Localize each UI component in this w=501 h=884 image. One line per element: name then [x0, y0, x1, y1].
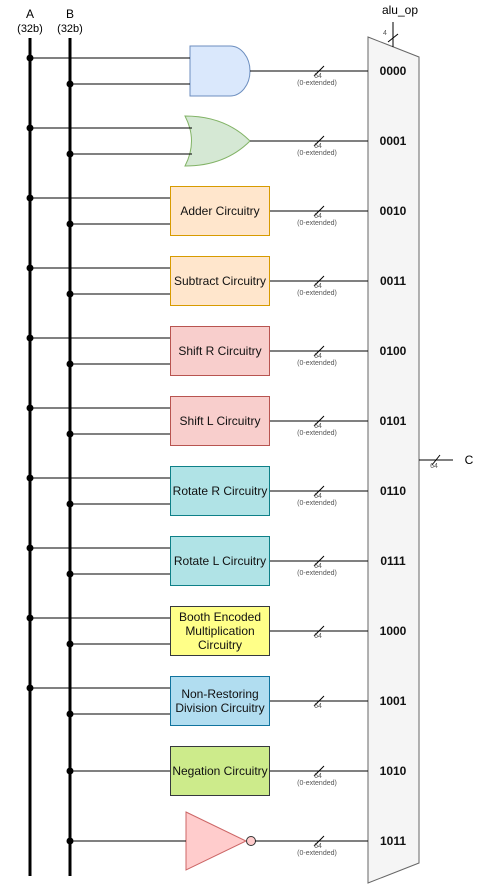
- junction-a-dot: [26, 264, 34, 272]
- junction-b-dot: [66, 290, 74, 298]
- select-code: 0010: [380, 204, 407, 218]
- select-code: 1000: [380, 624, 407, 638]
- bus-width-tick: [313, 765, 325, 777]
- select-code: 1001: [380, 694, 407, 708]
- select-code: 0100: [380, 344, 407, 358]
- bus-width-label: 64: [314, 423, 322, 430]
- bus-width-label: 64: [314, 493, 322, 500]
- bus-width-label: 64: [314, 213, 322, 220]
- junction-b-dot: [66, 220, 74, 228]
- zero-extended-label: (0-extended): [297, 220, 337, 227]
- zero-extended-label: (0-extended): [297, 150, 337, 157]
- select-label: alu_op: [382, 3, 418, 17]
- select-code: 1010: [380, 764, 407, 778]
- select-code: 0111: [380, 554, 406, 568]
- select-code: 0110: [380, 484, 406, 498]
- bus-width-tick: [313, 485, 325, 497]
- output-width: 64: [430, 463, 438, 470]
- bus-width-tick: [313, 555, 325, 567]
- bus-width-tick: [313, 275, 325, 287]
- bus-width-tick: [313, 415, 325, 427]
- zero-extended-label: (0-extended): [297, 290, 337, 297]
- junction-b-dot: [66, 430, 74, 438]
- junction-b-dot: [66, 500, 74, 508]
- junction-a-dot: [26, 614, 34, 622]
- select-code: 1011: [380, 834, 406, 848]
- junction-a-dot: [26, 334, 34, 342]
- bus-width-label: 64: [314, 283, 322, 290]
- select-width: 4: [383, 30, 387, 37]
- bus-width-label: 64: [314, 633, 322, 640]
- bus-b-width: (32b): [57, 23, 83, 35]
- zero-extended-label: (0-extended): [297, 80, 337, 87]
- bus-width-label: 64: [314, 353, 322, 360]
- junction-b-dot: [66, 767, 74, 775]
- junction-b-dot: [66, 710, 74, 718]
- unit-box: Booth Encoded Multiplication Circuitry: [170, 606, 270, 656]
- junction-b-dot: [66, 80, 74, 88]
- output-width-tick: [431, 454, 441, 466]
- and-gate-icon: [189, 45, 251, 97]
- bus-a-width: (32b): [17, 23, 43, 35]
- bus-width-label: 64: [314, 73, 322, 80]
- select-code: 0101: [380, 414, 407, 428]
- unit-box: Shift R Circuitry: [170, 326, 270, 376]
- zero-extended-label: (0-extended): [297, 430, 337, 437]
- output-label: C: [465, 453, 474, 467]
- junction-a-dot: [26, 474, 34, 482]
- zero-extended-label: (0-extended): [297, 570, 337, 577]
- junction-b-dot: [66, 150, 74, 158]
- unit-box: Rotate L Circuitry: [170, 536, 270, 586]
- junction-a-dot: [26, 124, 34, 132]
- select-code: 0011: [380, 274, 406, 288]
- junction-b-dot: [66, 570, 74, 578]
- multiplexer: [367, 36, 420, 884]
- inverter-bubble-icon: [246, 836, 256, 846]
- select-code: 0001: [380, 134, 407, 148]
- unit-box: Shift L Circuitry: [170, 396, 270, 446]
- select-width-tick: [387, 33, 399, 43]
- junction-a-dot: [26, 544, 34, 552]
- or-gate-icon: [184, 115, 251, 167]
- bus-width-tick: [313, 695, 325, 707]
- zero-extended-label: (0-extended): [297, 360, 337, 367]
- junction-b-dot: [66, 360, 74, 368]
- bus-width-tick: [313, 205, 325, 217]
- junction-a-dot: [26, 404, 34, 412]
- junction-a-dot: [26, 684, 34, 692]
- unit-box: Subtract Circuitry: [170, 256, 270, 306]
- bus-width-tick: [313, 345, 325, 357]
- unit-box: Rotate R Circuitry: [170, 466, 270, 516]
- bus-width-label: 64: [314, 143, 322, 150]
- unit-box: Non-Restoring Division Circuitry: [170, 676, 270, 726]
- bus-width-tick: [313, 625, 325, 637]
- bus-b-label: B: [66, 7, 74, 21]
- bus-width-tick: [313, 135, 325, 147]
- bus-width-label: 64: [314, 773, 322, 780]
- not-gate-icon: [185, 811, 248, 871]
- junction-b-dot: [66, 837, 74, 845]
- zero-extended-label: (0-extended): [297, 850, 337, 857]
- junction-b-dot: [66, 640, 74, 648]
- bus-a-label: A: [26, 7, 34, 21]
- select-code: 0000: [380, 64, 407, 78]
- bus-width-tick: [313, 835, 325, 847]
- bus-width-tick: [313, 65, 325, 77]
- bus-width-label: 64: [314, 703, 322, 710]
- unit-box: Negation Circuitry: [170, 746, 270, 796]
- bus-width-label: 64: [314, 563, 322, 570]
- zero-extended-label: (0-extended): [297, 500, 337, 507]
- bus-width-label: 64: [314, 843, 322, 850]
- unit-box: Adder Circuitry: [170, 186, 270, 236]
- zero-extended-label: (0-extended): [297, 780, 337, 787]
- junction-a-dot: [26, 194, 34, 202]
- junction-a-dot: [26, 54, 34, 62]
